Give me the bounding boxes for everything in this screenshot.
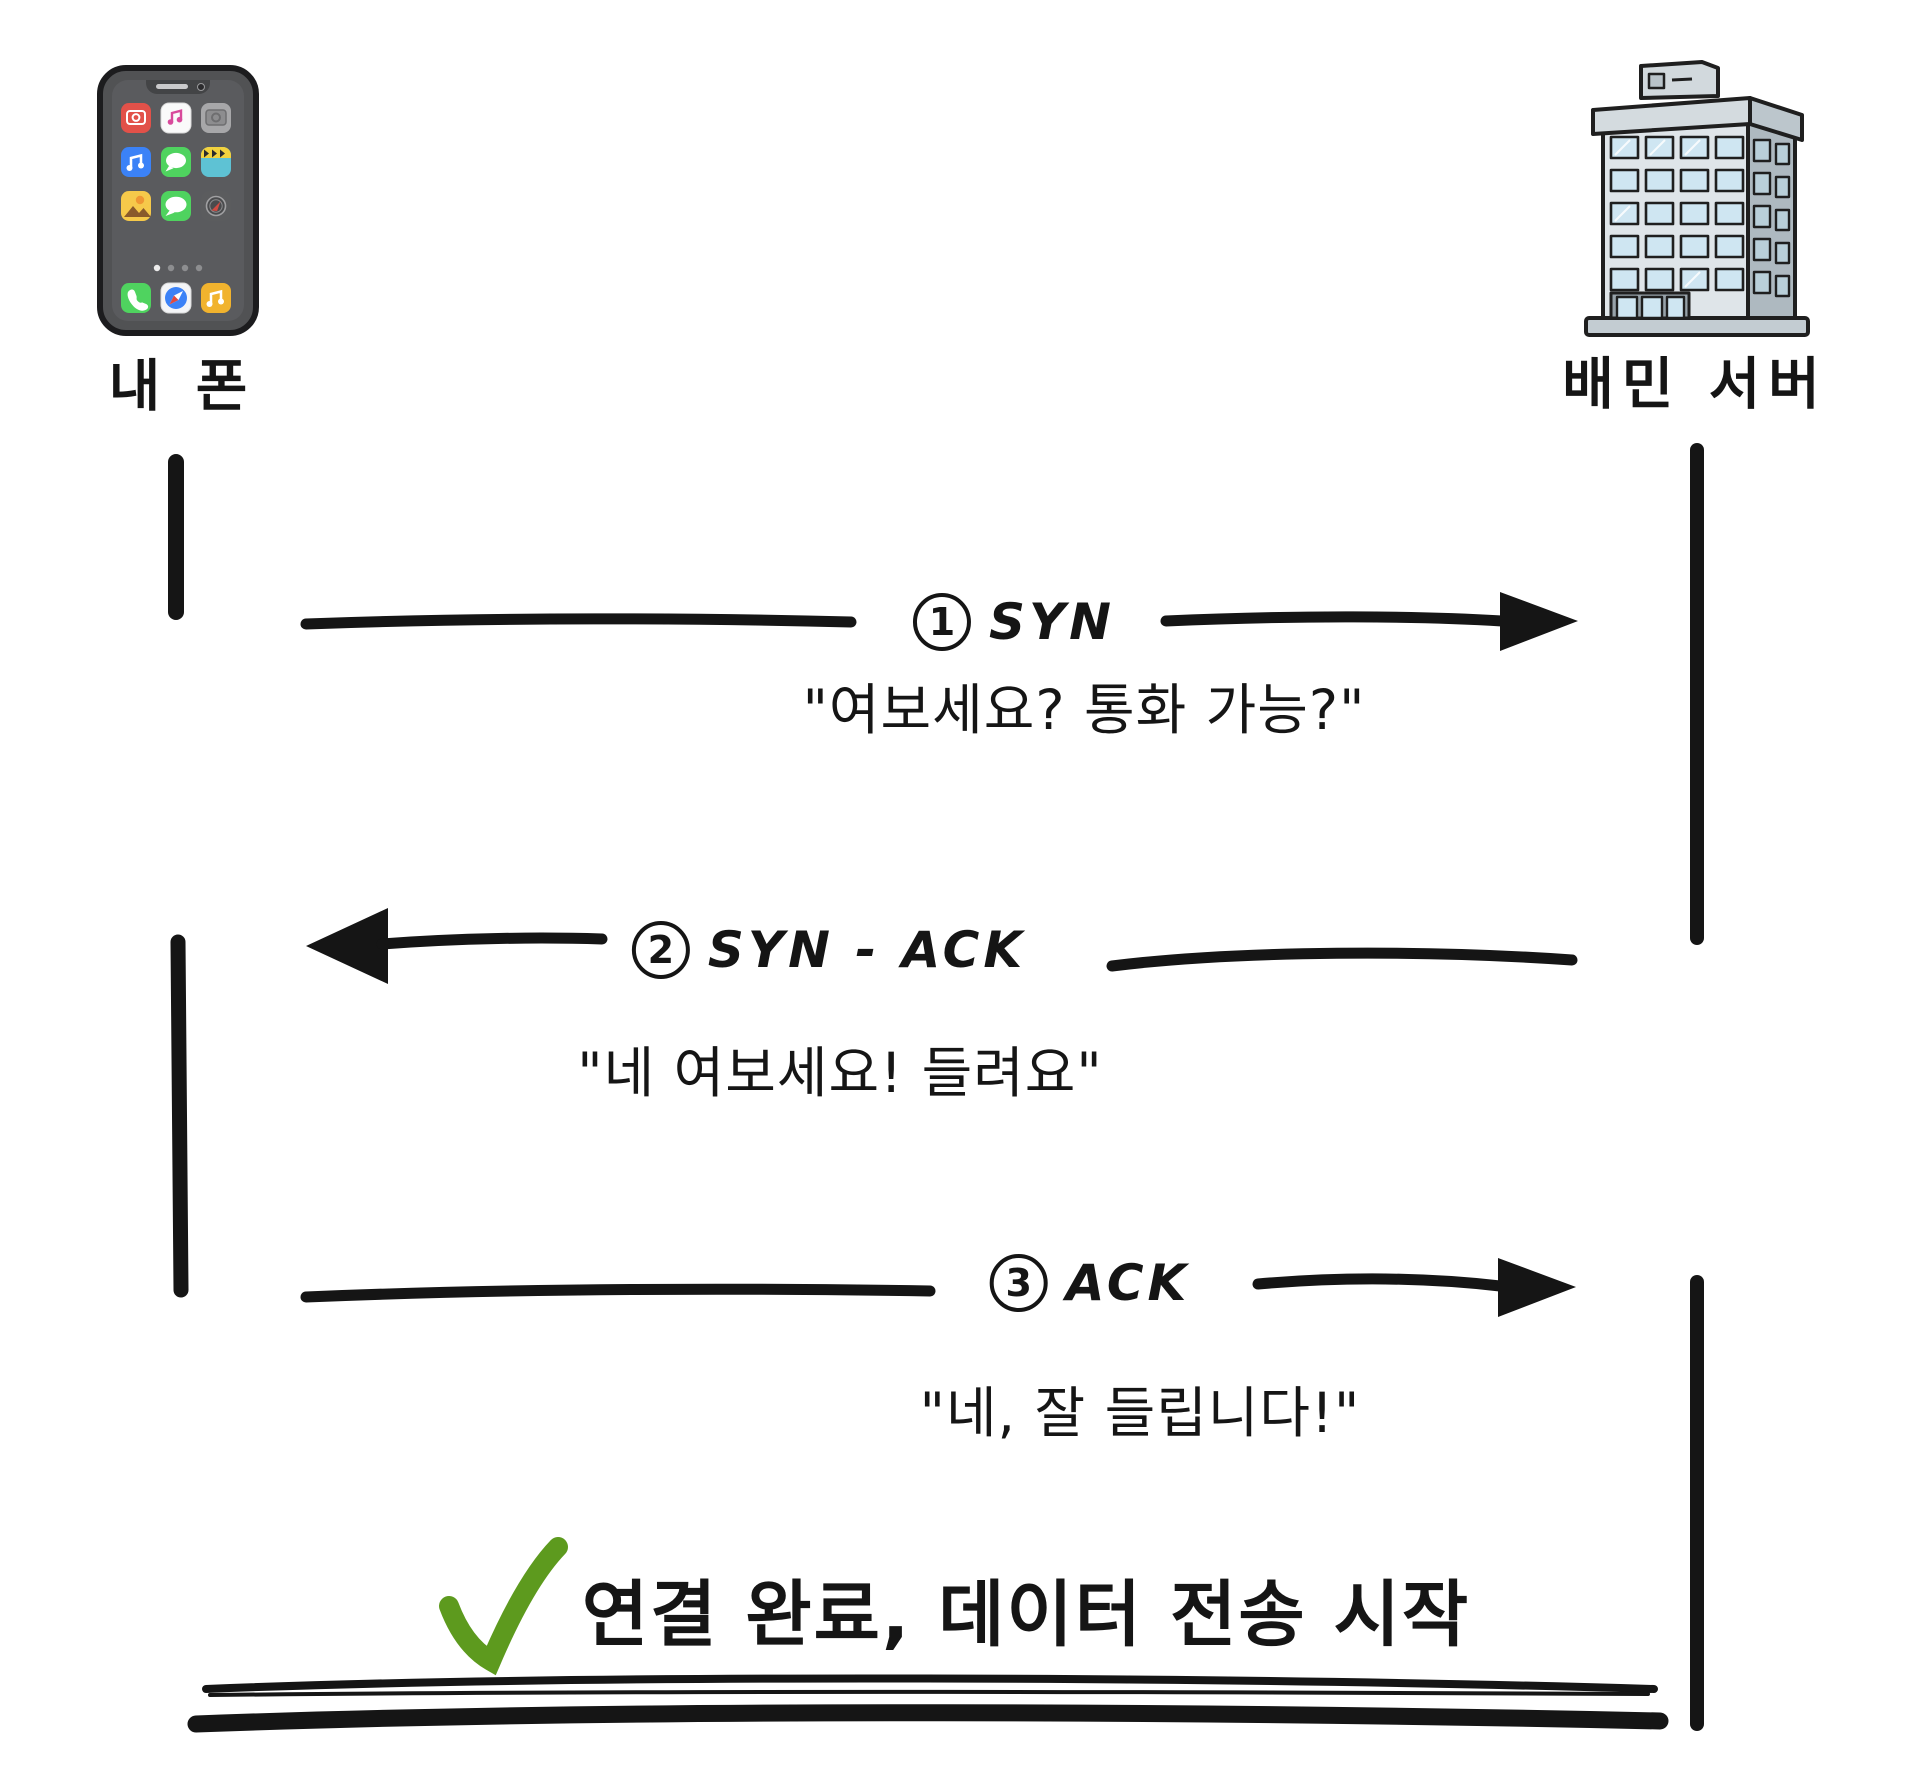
step-1-number-badge: 1 (912, 593, 971, 651)
step-3-label: 3 ACK (989, 1254, 1191, 1312)
step-3-message: "네, 잘 들립니다!" (919, 1381, 1361, 1445)
step-2-number-badge: 2 (631, 921, 690, 979)
syn-ack-arrow (306, 908, 1578, 984)
client-label: 내 폰 (108, 354, 256, 420)
step-3-number-badge: 3 (989, 1254, 1048, 1312)
step-2-message: "네 여보세요! 들려요" (577, 1041, 1103, 1105)
ack-arrow (300, 1258, 1576, 1317)
syn-arrow (300, 592, 1578, 651)
underline-strokes (187, 1674, 1669, 1733)
check-icon (439, 1537, 568, 1676)
server-label: 배민 서버 (1562, 352, 1828, 418)
step-2-label: 2 SYN - ACK (631, 921, 1027, 979)
smartphone-icon (97, 65, 259, 336)
result-text: 연결 완료, 데이터 전송 시작 (581, 1572, 1471, 1657)
step-2-protocol: SYN - ACK (707, 921, 1027, 979)
office-building-icon (1584, 60, 1810, 337)
step-1-protocol: SYN (988, 593, 1116, 651)
client-lifeline (168, 454, 189, 1298)
step-3-protocol: ACK (1065, 1254, 1191, 1312)
step-1-label: 1 SYN (912, 593, 1116, 651)
step-1-message: "여보세요? 통화 가능?" (802, 678, 1366, 742)
